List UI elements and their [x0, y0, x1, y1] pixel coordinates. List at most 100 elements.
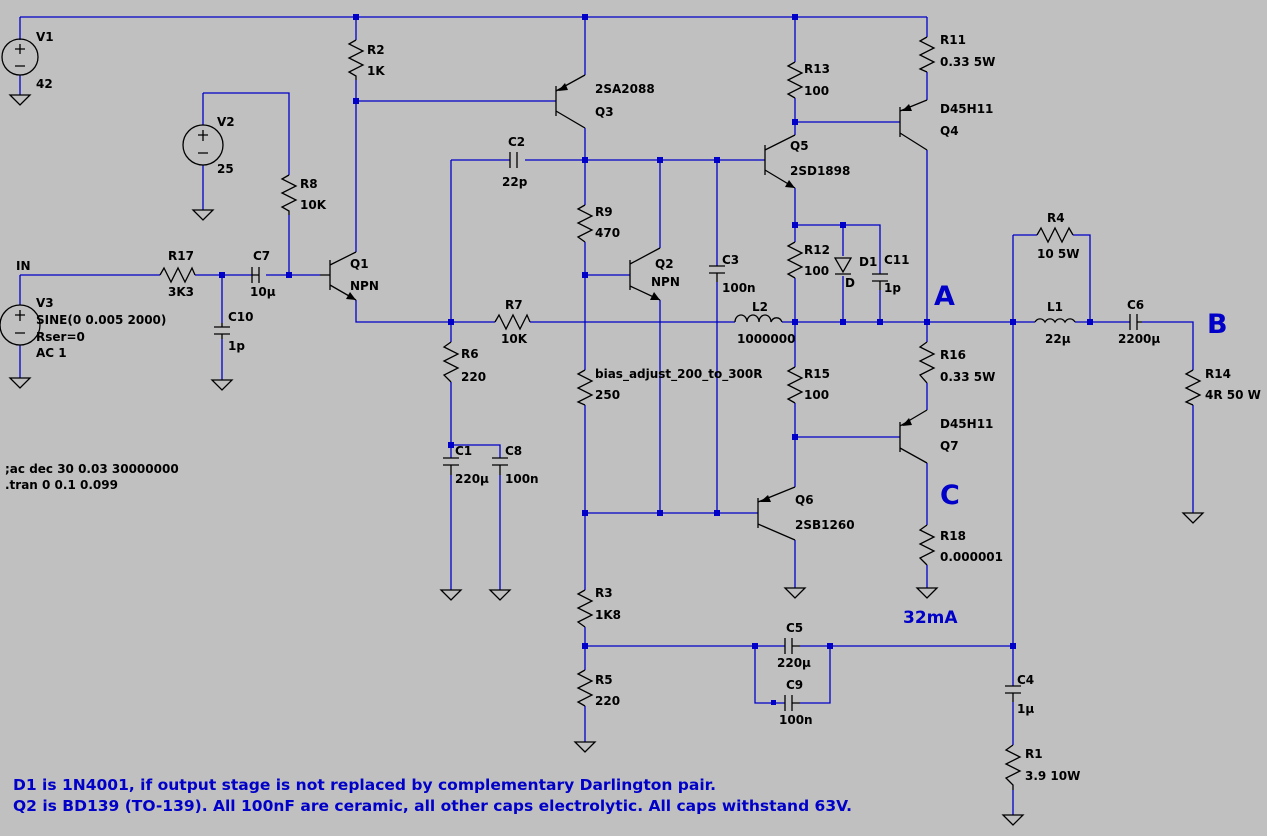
current-measurement: 32mA — [903, 608, 958, 628]
voltage-source-v2 — [182, 124, 224, 166]
label-in: IN — [16, 259, 31, 273]
transistor-q5 — [764, 134, 796, 189]
label-c4-value: 1µ — [1017, 702, 1034, 716]
label-c5: C5 — [786, 621, 803, 635]
label-bias-adjust: bias_adjust_200_to_300R — [595, 367, 762, 382]
label-v3-line1: SINE(0 0.005 2000) — [36, 313, 166, 327]
ground-icon — [1181, 512, 1205, 524]
ground-symbols — [8, 94, 1205, 826]
capacitor-c3 — [709, 265, 725, 282]
transistor-q3 — [555, 74, 586, 129]
label-r3-value: 1K8 — [595, 608, 621, 622]
label-l1: L1 — [1047, 300, 1063, 314]
label-r5: R5 — [595, 673, 613, 687]
net-label-a: A — [934, 281, 955, 312]
resistor-r18 — [918, 524, 936, 566]
label-c9-value: 100n — [779, 713, 813, 727]
resistor-r5 — [576, 669, 594, 707]
resistor-r17 — [159, 266, 196, 284]
label-v3: V3 — [36, 296, 54, 310]
label-q2: Q2 — [655, 257, 674, 271]
label-v1-value: 42 — [36, 77, 53, 91]
label-r4: R4 — [1047, 211, 1065, 225]
label-q1-type: NPN — [350, 279, 379, 293]
label-r13: R13 — [804, 62, 830, 76]
label-r14-value: 4R 50 W — [1205, 388, 1261, 402]
note-line-2: Q2 is BD139 (TO-139). All 100nF are cera… — [13, 797, 852, 815]
transistor-q1 — [320, 251, 357, 301]
label-r12-value: 100 — [804, 264, 829, 278]
label-c3-value: 100n — [722, 281, 756, 295]
label-r15: R15 — [804, 367, 830, 381]
capacitor-c6 — [1129, 314, 1142, 330]
inductor-l1 — [1034, 318, 1076, 324]
label-q1: Q1 — [350, 257, 369, 271]
capacitor-c8 — [492, 457, 508, 475]
label-r2-value: 1K — [367, 64, 385, 78]
ground-icon — [783, 587, 807, 599]
net-labels: A B C 32mA — [903, 281, 1228, 628]
transistor-q2 — [629, 247, 661, 301]
ground-icon — [8, 94, 32, 106]
label-r7-value: 10K — [501, 332, 528, 346]
transistor-q6 — [757, 486, 796, 541]
ground-icon — [191, 209, 215, 221]
ground-icon — [8, 377, 32, 389]
label-q5-type: 2SD1898 — [790, 164, 850, 178]
label-r14: R14 — [1205, 367, 1231, 381]
ground-icon — [439, 589, 463, 601]
label-r3: R3 — [595, 586, 613, 600]
label-d1-value: D — [845, 276, 855, 290]
ground-icon — [915, 587, 939, 599]
label-v2: V2 — [217, 115, 235, 129]
junction-dots — [219, 14, 1093, 705]
ground-icon — [210, 379, 234, 391]
label-q6: Q6 — [795, 493, 814, 507]
transistor-q7 — [899, 409, 928, 464]
label-c3: C3 — [722, 253, 739, 267]
label-c7-value: 10µ — [250, 285, 276, 299]
capacitor-c10 — [214, 323, 230, 339]
resistor-r7 — [494, 313, 531, 331]
label-r16: R16 — [940, 348, 966, 362]
label-c7: C7 — [253, 249, 270, 263]
capacitor-c1 — [443, 457, 459, 475]
label-r15-value: 100 — [804, 388, 829, 402]
resistor-r15 — [786, 366, 804, 404]
capacitor-c7 — [251, 267, 260, 283]
label-r8: R8 — [300, 177, 318, 191]
label-r1-value: 3.9 10W — [1025, 769, 1080, 783]
label-c5-value: 220µ — [777, 656, 811, 670]
label-c1: C1 — [455, 444, 472, 458]
label-r8-value: 10K — [300, 198, 327, 212]
ground-icon — [1001, 814, 1025, 826]
resistor-r11 — [918, 36, 936, 73]
label-q2-type: NPN — [651, 275, 680, 289]
resistor-symbols — [159, 36, 1202, 790]
inductor-symbols — [734, 314, 1076, 324]
directive-tran: .tran 0 0.1 0.099 — [5, 478, 118, 492]
label-r9-value: 470 — [595, 226, 620, 240]
capacitor-c11 — [872, 273, 888, 290]
ground-icon — [573, 741, 597, 753]
directive-ac: ;ac dec 30 0.03 30000000 — [5, 462, 179, 476]
label-q4-type: D45H11 — [940, 102, 993, 116]
label-bias-adjust-value: 250 — [595, 388, 620, 402]
resistor-r6 — [442, 341, 460, 383]
notes: D1 is 1N4001, if output stage is not rep… — [13, 776, 852, 815]
resistor-r3 — [576, 589, 594, 628]
label-v3-line3: AC 1 — [36, 346, 67, 360]
label-r1: R1 — [1025, 747, 1043, 761]
label-q7: Q7 — [940, 439, 959, 453]
label-l1-value: 22µ — [1045, 332, 1071, 346]
resistor-r14 — [1184, 369, 1202, 406]
label-c6: C6 — [1127, 298, 1144, 312]
resistor-r13 — [786, 61, 804, 99]
label-q4: Q4 — [940, 124, 959, 138]
label-c6-value: 2200µ — [1118, 332, 1160, 346]
label-q7-type: D45H11 — [940, 417, 993, 431]
label-c10-value: 1p — [228, 339, 245, 353]
label-q3-type: 2SA2088 — [595, 82, 655, 96]
label-c9: C9 — [786, 678, 803, 692]
resistor-bias — [576, 369, 594, 406]
